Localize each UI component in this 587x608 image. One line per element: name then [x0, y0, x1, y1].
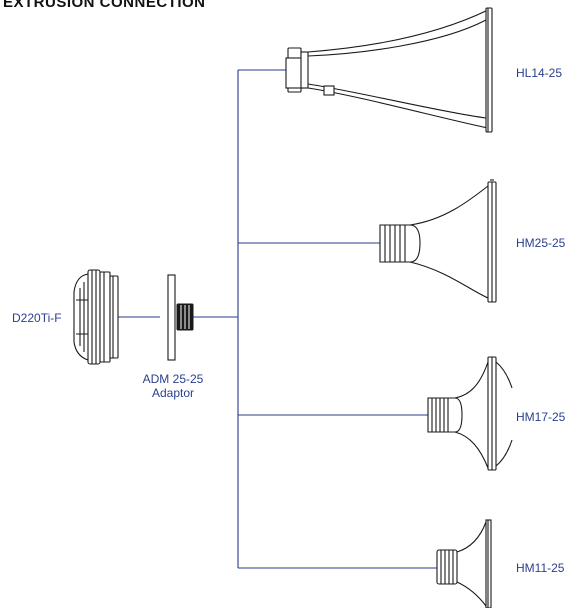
diagram-title: EXTRUSION CONNECTION: [3, 0, 206, 11]
horn-label-hm17: HM17-25: [516, 410, 566, 424]
horn-label-hl14: HL14-25: [516, 66, 563, 80]
horn-label-hm11: HM11-25: [516, 561, 565, 575]
driver-label: D220Ti-F: [12, 311, 62, 325]
adaptor-unit: [167, 274, 194, 361]
adaptor-label: ADM 25-25 Adaptor: [133, 372, 213, 400]
horn-hm25-25: [379, 179, 497, 303]
horn-hm17-25: [427, 356, 513, 471]
horn-label-hm25: HM25-25: [516, 236, 566, 250]
adaptor-label-line2: Adaptor: [151, 386, 195, 400]
connection-lines: [118, 69, 437, 569]
horn-hl14-25: [285, 7, 493, 133]
adaptor-label-line1: ADM 25-25: [142, 372, 204, 386]
driver-unit: [73, 269, 119, 365]
horn-hm11-25: [436, 519, 492, 608]
